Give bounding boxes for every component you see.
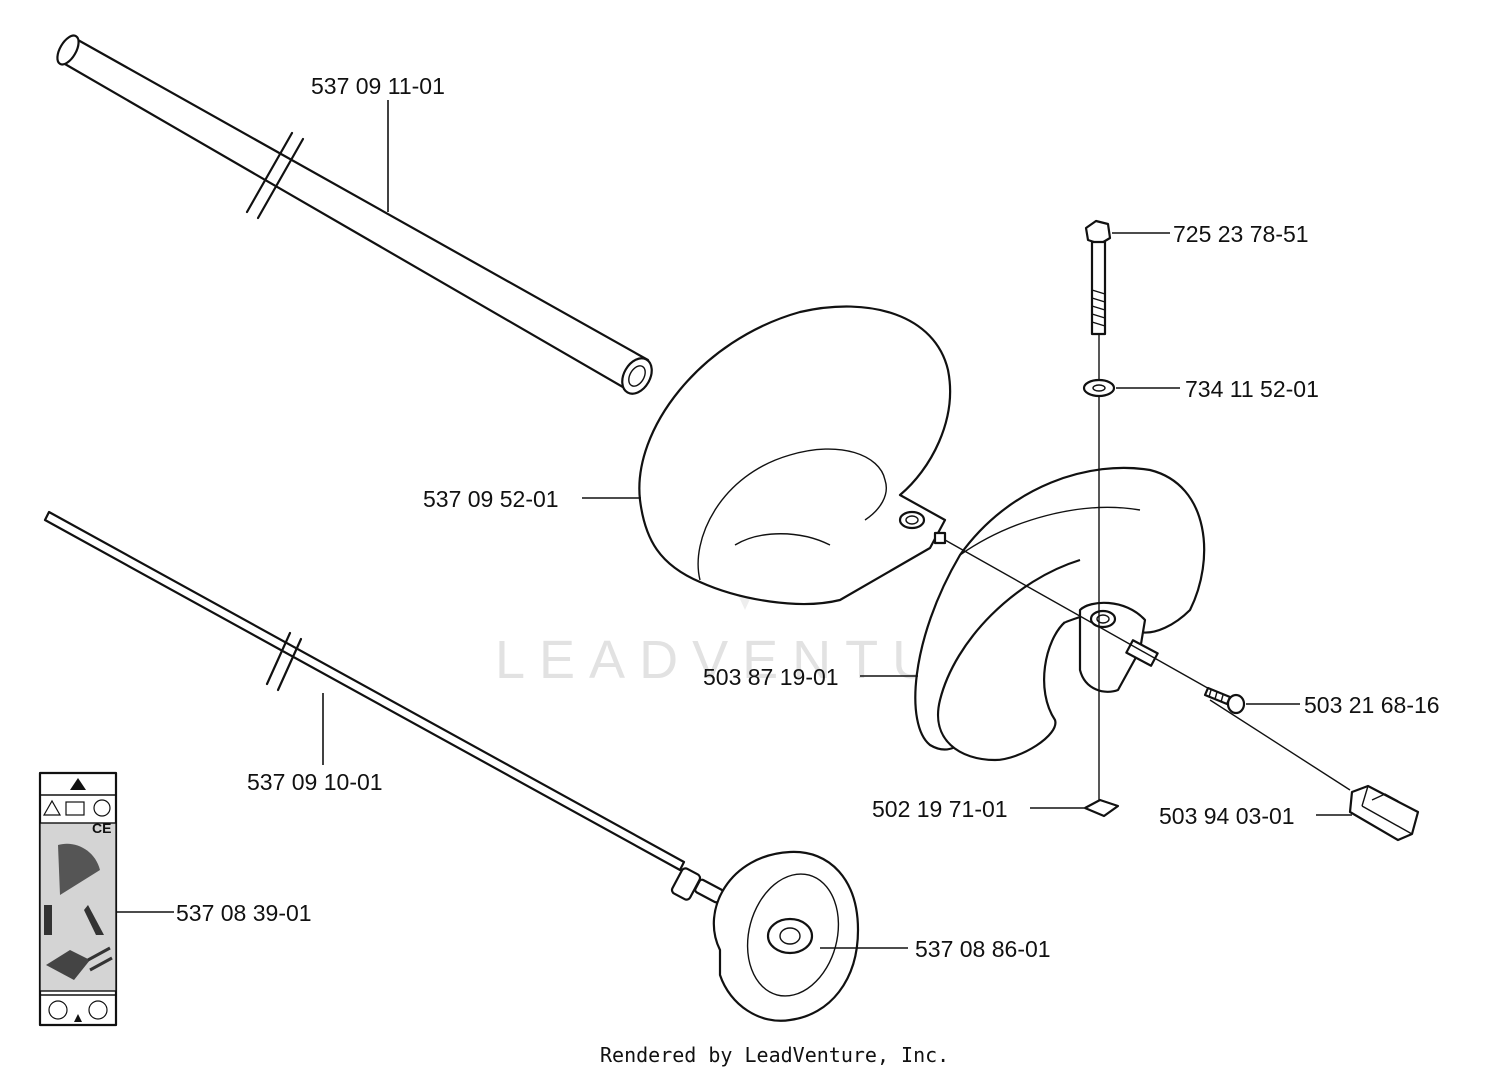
label-tube: 537 09 11-01 [311, 73, 445, 99]
bracket-part[interactable] [1209, 699, 1420, 842]
helmet-icon [93, 799, 111, 817]
cup-part[interactable] [670, 850, 860, 1022]
shaft-part[interactable] [43, 510, 686, 872]
label-bracket: 503 94 03-01 [1159, 803, 1295, 829]
label-guard: 537 09 52-01 [423, 486, 559, 512]
label-cup: 537 08 86-01 [915, 936, 1051, 962]
label-screw: 503 21 68-16 [1304, 692, 1440, 718]
nut-part[interactable] [1083, 798, 1120, 818]
goggles-icon [48, 1000, 68, 1020]
footer-credit: Rendered by LeadVenture, Inc. [600, 1043, 949, 1067]
label-handle: 503 87 19-01 [703, 664, 839, 690]
label-washer: 734 11 52-01 [1185, 376, 1319, 402]
label-bolt: 725 23 78-51 [1173, 221, 1309, 247]
washer-part[interactable] [1082, 378, 1116, 398]
bolt-part[interactable] [1084, 219, 1112, 805]
tube-part[interactable] [53, 32, 658, 399]
manual-icon [65, 801, 85, 816]
decal-part[interactable]: CE [38, 771, 118, 1027]
ce-mark: CE [92, 820, 111, 836]
label-decal: 537 08 39-01 [176, 900, 312, 926]
handle-part[interactable] [914, 466, 1221, 762]
label-shaft: 537 09 10-01 [247, 769, 383, 795]
label-nut: 502 19 71-01 [872, 796, 1008, 822]
ear-protection-icon [88, 1000, 108, 1020]
guard-part[interactable] [638, 305, 952, 605]
warning-icon [42, 799, 62, 816]
screw-part[interactable] [1203, 686, 1246, 715]
